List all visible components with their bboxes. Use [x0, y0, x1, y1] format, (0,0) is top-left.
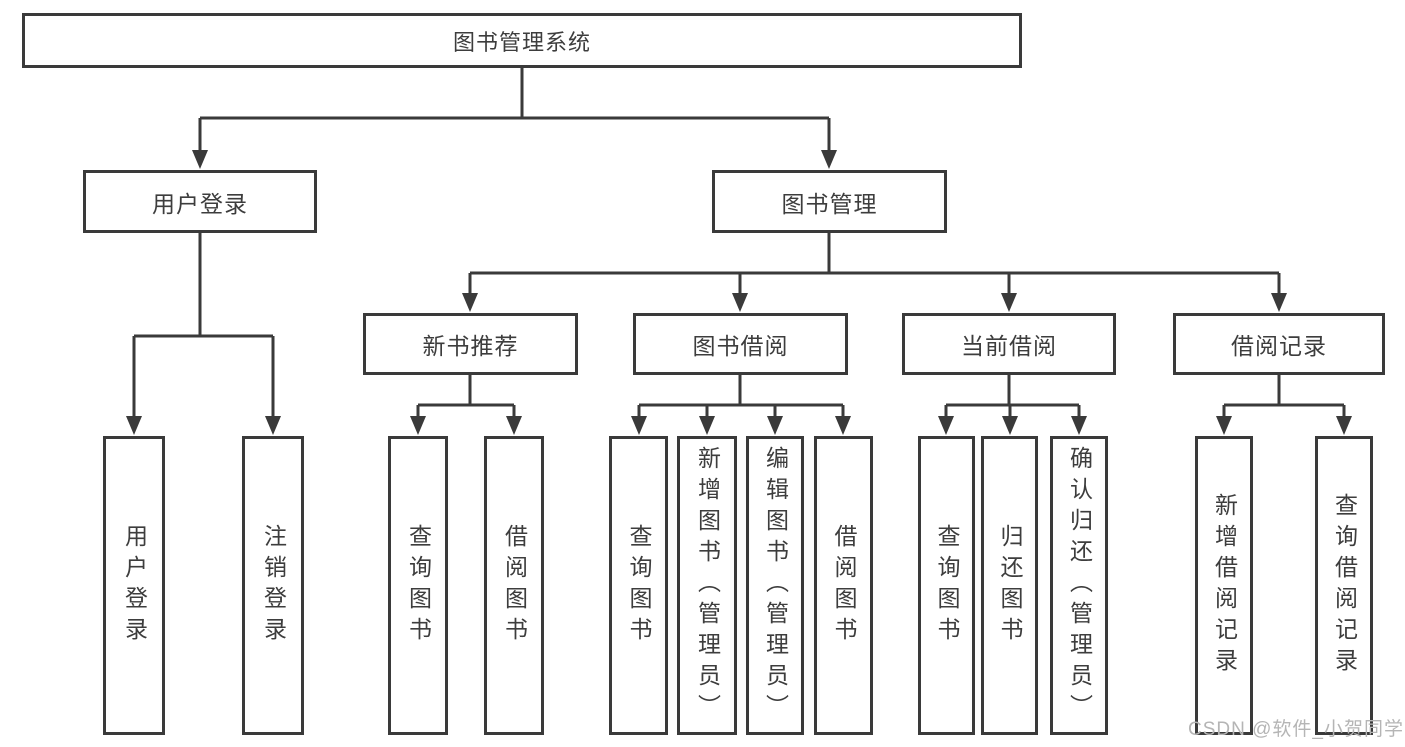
leaf-label: 编辑图书（管理员）: [762, 446, 789, 725]
leaf-label: 新增图书（管理员）: [694, 446, 721, 725]
node-borrowing-records: 借阅记录: [1173, 313, 1385, 375]
leaf-bb-edit-books-admin: 编辑图书（管理员）: [746, 436, 804, 735]
node-label: 当前借阅: [961, 333, 1057, 359]
leaf-label: 确认归还（管理员）: [1066, 446, 1093, 725]
node-label: 借阅记录: [1231, 333, 1327, 359]
leaf-cb-return-books: 归还图书: [981, 436, 1038, 735]
leaf-bb-borrow-books: 借阅图书: [814, 436, 873, 735]
node-book-management: 图书管理: [712, 170, 947, 233]
leaf-br-add-record: 新增借阅记录: [1195, 436, 1253, 735]
leaf-label: 查询图书: [626, 523, 652, 648]
node-label: 图书借阅: [692, 333, 789, 359]
leaf-br-query-record: 查询借阅记录: [1315, 436, 1373, 735]
node-label: 新书推荐: [422, 333, 519, 359]
leaf-bb-add-books-admin: 新增图书（管理员）: [677, 436, 737, 735]
leaf-label: 用户登录: [121, 523, 148, 648]
leaf-label: 借阅图书: [501, 523, 528, 648]
node-label: 图书管理系统: [452, 29, 591, 55]
leaf-label: 查询借阅记录: [1331, 492, 1358, 679]
leaf-label: 查询图书: [934, 523, 960, 648]
leaf-label: 归还图书: [997, 523, 1023, 648]
leaf-user-login: 用户登录: [103, 436, 165, 735]
leaf-logout: 注销登录: [242, 436, 304, 735]
leaf-label: 注销登录: [260, 523, 287, 648]
leaf-label: 借阅图书: [831, 523, 857, 648]
leaf-cb-confirm-return-admin: 确认归还（管理员）: [1050, 436, 1108, 735]
leaf-nb-query-books: 查询图书: [388, 436, 448, 735]
leaf-nb-borrow-books: 借阅图书: [484, 436, 544, 735]
leaf-cb-query-books: 查询图书: [918, 436, 975, 735]
node-library-management-system: 图书管理系统: [22, 13, 1022, 68]
csdn-watermark: CSDN @软件_小贺同学: [1188, 719, 1404, 740]
node-user-login: 用户登录: [83, 170, 317, 233]
node-new-book-recommendation: 新书推荐: [363, 313, 578, 375]
leaf-bb-query-books: 查询图书: [609, 436, 668, 735]
leaf-label: 查询图书: [405, 523, 432, 648]
node-book-borrowing: 图书借阅: [633, 313, 848, 375]
node-label: 图书管理: [781, 190, 878, 217]
leaf-label: 新增借阅记录: [1211, 492, 1238, 679]
node-current-borrowing: 当前借阅: [902, 313, 1116, 375]
node-label: 用户登录: [152, 190, 248, 217]
